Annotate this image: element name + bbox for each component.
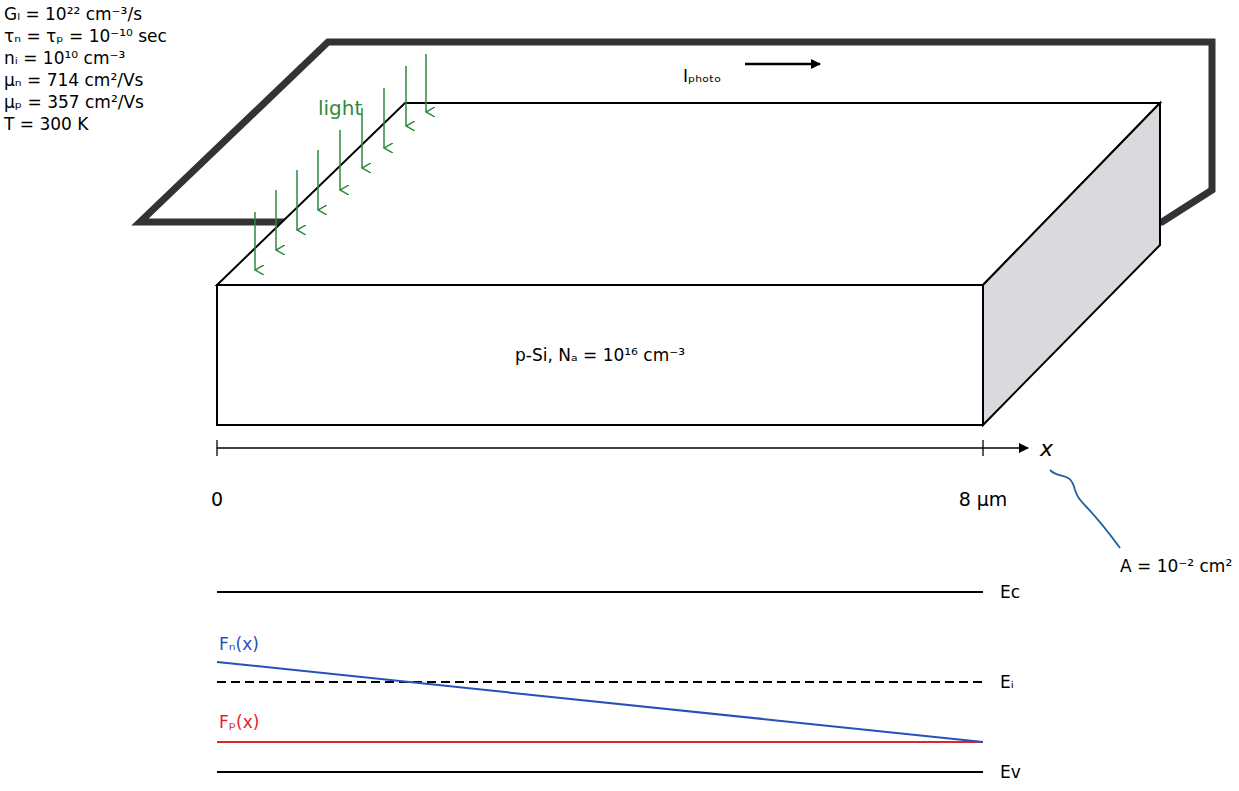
area-label: A = 10⁻² cm² (1120, 556, 1232, 577)
parameter: nᵢ = 10¹⁰ cm⁻³ (4, 48, 125, 69)
current-label: Iₚₕₒₜₒ (683, 66, 721, 87)
light-label: light (318, 96, 362, 120)
parameter: τₙ = τₚ = 10⁻¹⁰ sec (4, 26, 167, 47)
parameter: T = 300 K (4, 114, 88, 135)
electron-quasi-fermi (217, 662, 983, 742)
intrinsic-level (217, 681, 983, 683)
band-label: Fₙ(x) (219, 634, 259, 655)
band-label: Eᴄ (1000, 582, 1020, 603)
band-label: Eᵢ (1000, 672, 1014, 693)
conduction-band (217, 591, 983, 593)
band-label: Eᴠ (1000, 762, 1021, 783)
block-front (217, 285, 983, 425)
axis-name: x (1040, 436, 1053, 462)
axis-tick: 8 μm (959, 488, 1008, 511)
current-arrow (745, 63, 820, 66)
hole-quasi-fermi (217, 741, 983, 743)
semiconductor-block: p-Si, Nₐ = 10¹⁶ cm⁻³ (219, 287, 981, 423)
x-axis (217, 440, 1028, 456)
parameter: μₙ = 714 cm²/Vs (4, 70, 143, 91)
block-side (983, 103, 1160, 425)
light-arrows (255, 54, 426, 270)
block-label: p-Si, Nₐ = 10¹⁶ cm⁻³ (515, 345, 685, 365)
parameter: μₚ = 357 cm²/Vs (4, 92, 144, 113)
axis-tick: 0 (211, 488, 223, 511)
valence-band (217, 771, 983, 773)
parameter: Gₗ = 10²² cm⁻³/s (4, 4, 142, 25)
leader-line (1050, 470, 1120, 548)
band-label: Fₚ(x) (219, 712, 259, 733)
